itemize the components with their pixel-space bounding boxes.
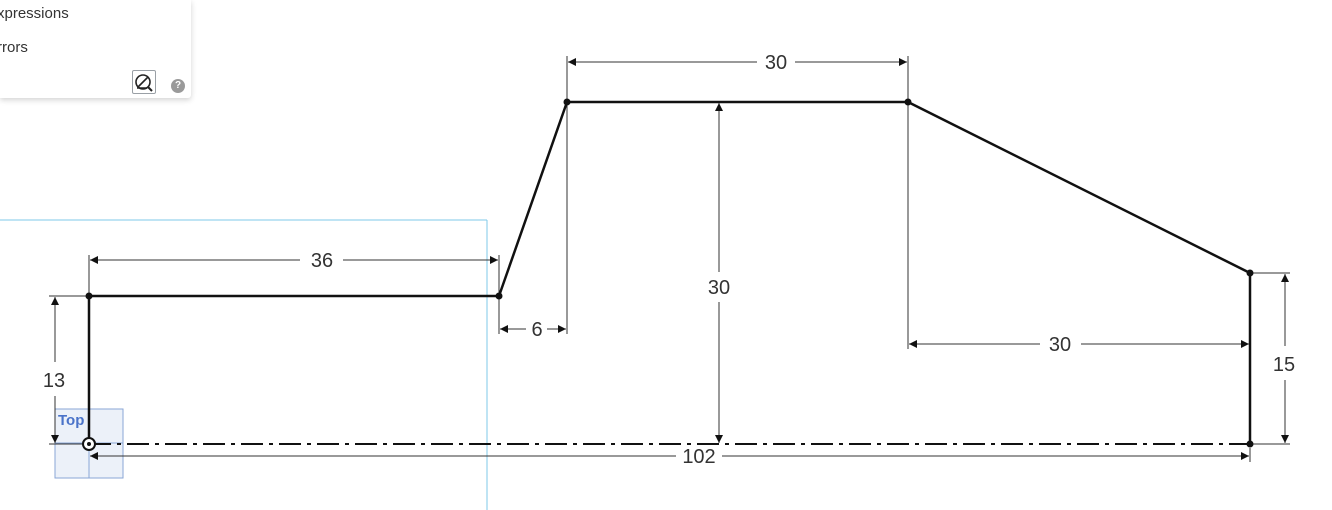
dimension-step-value[interactable]: 6 (531, 319, 542, 341)
dimension-top-width-value[interactable]: 30 (765, 52, 787, 74)
sketch-points[interactable] (85, 98, 1254, 448)
dimension-center-height-value[interactable]: 30 (708, 277, 730, 299)
dimension-right-offset-value[interactable]: 30 (1049, 334, 1071, 356)
sketch-options-panel: xpressions rrors ? (0, 0, 191, 98)
panel-item-expressions[interactable]: xpressions (0, 5, 69, 22)
dimension-left-height-value[interactable]: 13 (43, 370, 65, 392)
help-icon[interactable]: ? (171, 79, 185, 93)
sketch-line-slope-left (497, 101, 569, 297)
sketch-point (904, 98, 912, 106)
dimension-left-width-value[interactable]: 36 (311, 250, 333, 272)
sketch-point (495, 292, 503, 300)
sketch-plane-outline (0, 219, 488, 510)
sketch-profile[interactable] (87, 100, 1252, 444)
extension-lines (49, 56, 1290, 462)
panel-item-errors[interactable]: rrors (0, 39, 28, 56)
sketch-point (563, 98, 571, 106)
origin-point[interactable] (82, 437, 96, 451)
sketch-point (85, 292, 93, 300)
sketch-point (1246, 440, 1254, 448)
dimension-total-width-value[interactable]: 102 (682, 446, 715, 468)
sketch-inspect-button[interactable] (132, 70, 156, 94)
sketch-line-slope-right (907, 100, 1251, 275)
view-cube-label[interactable]: Top (58, 412, 84, 429)
sketch-point (1246, 269, 1254, 277)
sketch-inspect-icon (135, 74, 153, 92)
dimension-right-height-value[interactable]: 15 (1273, 354, 1295, 376)
